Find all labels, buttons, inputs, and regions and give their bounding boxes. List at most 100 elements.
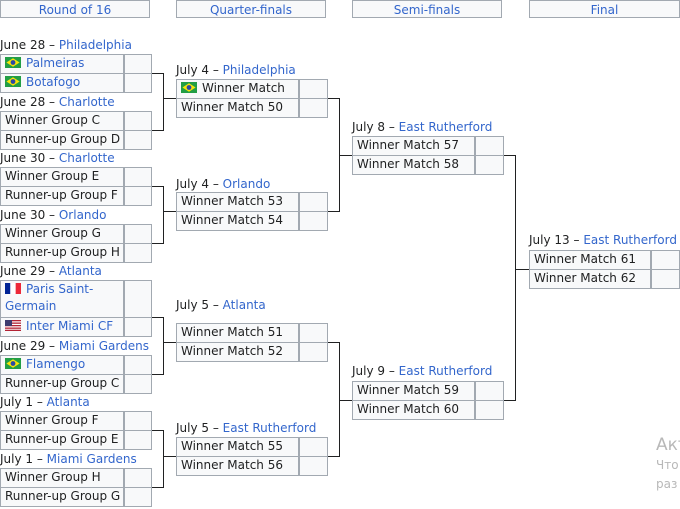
r16-match-5-team-2[interactable]: Inter Miami CF bbox=[0, 317, 124, 337]
fr-flag-icon bbox=[5, 283, 21, 294]
r16-match-5-team-1[interactable]: Paris Saint-Germain bbox=[0, 280, 124, 318]
team-name[interactable]: Flamengo bbox=[26, 357, 86, 371]
venue-link[interactable]: East Rutherford bbox=[398, 120, 493, 134]
match-date: July 8 – bbox=[352, 120, 395, 134]
qf-match-2-score-2 bbox=[299, 211, 328, 231]
team-name: Winner Group H bbox=[5, 470, 101, 484]
r16-match-7-score-2 bbox=[124, 430, 152, 450]
qf-match-3-score-2 bbox=[299, 342, 328, 362]
venue-link[interactable]: East Rutherford bbox=[583, 233, 677, 247]
connector-qf-1-out bbox=[339, 155, 352, 156]
team-name: Winner Match 59 bbox=[357, 383, 459, 397]
br-flag-icon bbox=[5, 358, 21, 369]
team-name[interactable]: Botafogo bbox=[26, 75, 81, 89]
final-match-1-team-1: Winner Match 61 bbox=[529, 250, 651, 270]
team-name[interactable]: Inter Miami CF bbox=[26, 319, 114, 333]
qf-match-2-team-1: Winner Match 53 bbox=[176, 192, 299, 212]
venue-link[interactable]: Orlando bbox=[58, 208, 107, 222]
team-name: Runner-up Group E bbox=[5, 432, 119, 446]
r16-match-1-team-2[interactable]: Botafogo bbox=[0, 73, 124, 93]
r16-match-2-score-1 bbox=[124, 111, 152, 131]
qf-match-1-team-1: Winner Match 49 bbox=[176, 79, 299, 99]
round-header-1[interactable]: Round of 16 bbox=[0, 0, 150, 18]
connector-r16-1-top bbox=[152, 73, 164, 74]
team-name[interactable]: Paris Saint-Germain bbox=[5, 282, 94, 313]
r16-match-1-date: June 28 – Philadelphia bbox=[0, 38, 132, 52]
team-name: Winner Match 60 bbox=[357, 402, 459, 416]
connector-qf-2-bottom bbox=[328, 456, 340, 457]
connector-qf-2-top bbox=[328, 342, 340, 343]
activation-watermark-line-2: Что bbox=[656, 458, 679, 472]
qf-match-2-team-2: Winner Match 54 bbox=[176, 211, 299, 231]
match-date: June 29 – bbox=[0, 264, 56, 278]
connector-r16-4-bottom bbox=[152, 487, 164, 488]
team-name: Runner-up Group D bbox=[5, 132, 121, 146]
r16-match-5-score-2 bbox=[124, 317, 152, 337]
round-header-4[interactable]: Final bbox=[529, 0, 680, 18]
venue-link[interactable]: Philadelphia bbox=[58, 38, 132, 52]
match-date: July 5 – bbox=[176, 421, 219, 435]
venue-link[interactable]: Charlotte bbox=[58, 95, 115, 109]
r16-match-8-team-1: Winner Group H bbox=[0, 468, 124, 488]
venue-link[interactable]: Atlanta bbox=[222, 298, 266, 312]
venue-link[interactable]: Miami Gardens bbox=[46, 452, 137, 466]
r16-match-8-team-2: Runner-up Group G bbox=[0, 487, 124, 507]
team-name: Winner Match 49 bbox=[202, 81, 285, 95]
qf-match-4-date: July 5 – East Rutherford bbox=[176, 421, 316, 435]
round-header-3[interactable]: Semi-finals bbox=[352, 0, 502, 18]
r16-match-7-team-1: Winner Group F bbox=[0, 411, 124, 431]
match-date: July 1 – bbox=[0, 452, 43, 466]
venue-link[interactable]: East Rutherford bbox=[222, 421, 317, 435]
r16-match-1-score-1 bbox=[124, 54, 152, 74]
team-name: Winner Match 51 bbox=[181, 325, 283, 339]
venue-link[interactable]: Philadelphia bbox=[222, 63, 296, 77]
r16-match-3-team-1: Winner Group E bbox=[0, 167, 124, 187]
venue-link[interactable]: Charlotte bbox=[58, 151, 115, 165]
qf-match-4-score-1 bbox=[299, 437, 328, 457]
r16-match-4-score-1 bbox=[124, 224, 152, 244]
connector-sf-1-bottom bbox=[504, 400, 516, 401]
r16-match-7-team-2: Runner-up Group E bbox=[0, 430, 124, 450]
team-name: Winner Match 58 bbox=[357, 157, 459, 171]
venue-link[interactable]: Miami Gardens bbox=[58, 339, 149, 353]
final-match-1-team-2: Winner Match 62 bbox=[529, 269, 651, 289]
r16-match-8-score-2 bbox=[124, 487, 152, 507]
r16-match-6-date: June 29 – Miami Gardens bbox=[0, 339, 149, 353]
r16-match-5-date: June 29 – Atlanta bbox=[0, 264, 102, 278]
venue-link[interactable]: Atlanta bbox=[58, 264, 102, 278]
qf-match-3-date: July 5 – Atlanta bbox=[176, 298, 266, 312]
r16-match-6-team-1[interactable]: Flamengo bbox=[0, 355, 124, 375]
venue-link[interactable]: East Rutherford bbox=[398, 364, 493, 378]
r16-match-5-score-1 bbox=[124, 280, 152, 318]
sf-match-2-team-1: Winner Match 59 bbox=[352, 381, 475, 401]
team-name: Runner-up Group H bbox=[5, 245, 120, 259]
sf-match-1-team-2: Winner Match 58 bbox=[352, 155, 475, 175]
qf-match-4-score-2 bbox=[299, 456, 328, 476]
team-name: Winner Match 52 bbox=[181, 344, 283, 358]
final-match-1-score-1 bbox=[651, 250, 680, 270]
team-name[interactable]: Palmeiras bbox=[26, 56, 85, 70]
r16-match-4-score-2 bbox=[124, 243, 152, 263]
match-date: July 5 – bbox=[176, 298, 219, 312]
qf-match-1-score-1 bbox=[299, 79, 328, 99]
sf-match-1-score-2 bbox=[475, 155, 504, 175]
connector-qf-2-vertical bbox=[339, 342, 340, 457]
connector-r16-1-vertical bbox=[163, 73, 164, 131]
team-name: Winner Match 62 bbox=[534, 271, 636, 285]
r16-match-1-team-1[interactable]: Palmeiras bbox=[0, 54, 124, 74]
qf-match-3-team-2: Winner Match 52 bbox=[176, 342, 299, 362]
venue-link[interactable]: Orlando bbox=[222, 177, 271, 191]
connector-r16-3-bottom bbox=[152, 374, 164, 375]
r16-match-2-team-1: Winner Group C bbox=[0, 111, 124, 131]
r16-match-2-date: June 28 – Charlotte bbox=[0, 95, 115, 109]
connector-r16-2-top bbox=[152, 186, 164, 187]
us-flag-icon bbox=[5, 320, 21, 331]
connector-r16-2-out bbox=[163, 211, 176, 212]
round-header-2[interactable]: Quarter-finals bbox=[176, 0, 326, 18]
venue-link[interactable]: Atlanta bbox=[46, 395, 90, 409]
r16-match-7-date: July 1 – Atlanta bbox=[0, 395, 90, 409]
connector-sf-1-vertical bbox=[515, 155, 516, 401]
team-name: Winner Group C bbox=[5, 113, 101, 127]
connector-r16-3-top bbox=[152, 317, 164, 318]
team-name: Winner Match 56 bbox=[181, 458, 283, 472]
